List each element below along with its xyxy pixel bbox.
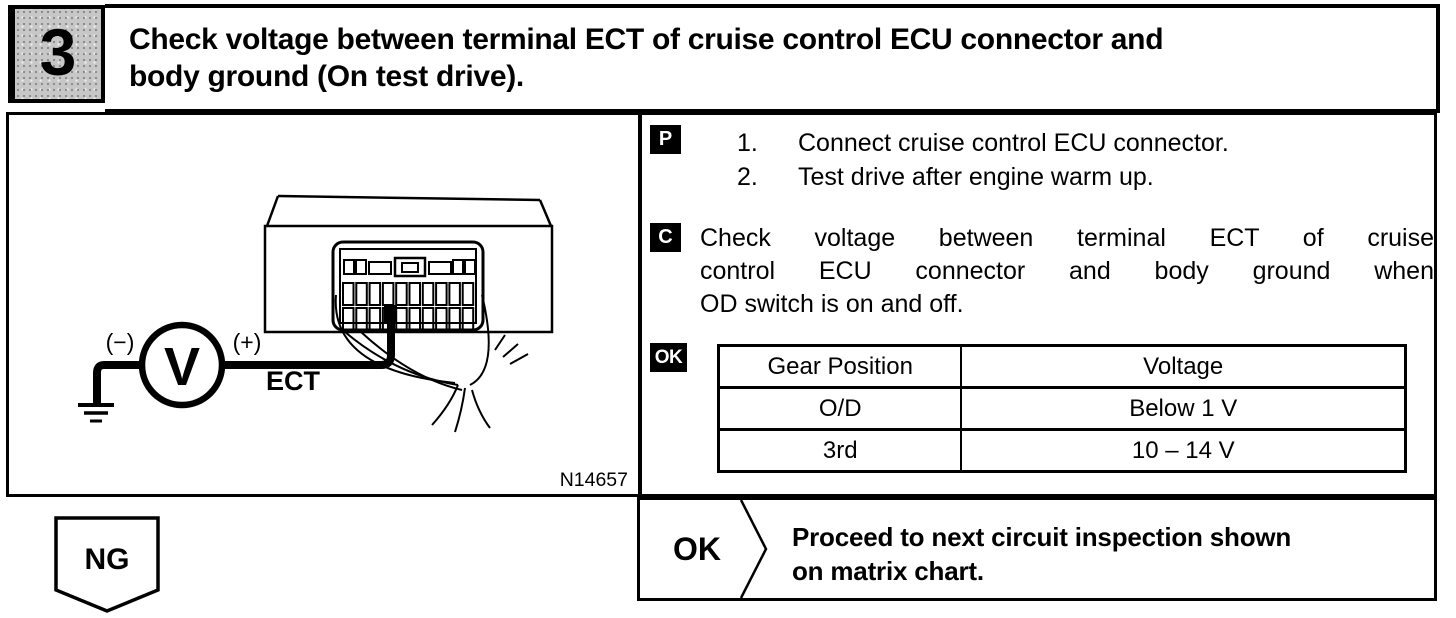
- wiring-diagram: V (−) (+) ECT N14657: [78, 194, 628, 491]
- table-row: O/D Below 1 V: [717, 386, 1408, 431]
- ng-result-marker: NG: [50, 513, 164, 618]
- step-title-box: Check voltage between terminal ECT of cr…: [105, 4, 1440, 113]
- voltage-cell: 10 – 14 V: [960, 428, 1408, 473]
- ground-icon: [78, 403, 114, 423]
- check-badge: C: [650, 223, 681, 252]
- ng-pentagon-icon: NG: [54, 516, 160, 613]
- gear-position-cell: 3rd: [717, 428, 963, 473]
- step-number: 3: [39, 15, 77, 89]
- ok-action-line-1: Proceed to next circuit inspection shown: [792, 522, 1292, 552]
- table-header-row: Gear Position Voltage: [717, 344, 1408, 389]
- gear-position-cell: O/D: [717, 386, 963, 431]
- ok-action-text: Proceed to next circuit inspection shown…: [792, 520, 1291, 588]
- step-number-badge: 3: [8, 5, 105, 103]
- prepare-badge: P: [650, 125, 681, 154]
- step-title-line-2: body ground (On test drive).: [129, 60, 524, 93]
- positive-terminal-label: (+): [233, 329, 262, 355]
- voltage-spec-table: Gear Position Voltage O/D Below 1 V 3rd …: [717, 344, 1408, 473]
- check-instruction-line: control ECU connector and body ground wh…: [700, 257, 1434, 285]
- step-ordinal: 1.: [737, 129, 758, 157]
- step-title-line-1: Check voltage between terminal ECT of cr…: [129, 23, 1164, 56]
- ect-wire-label: ECT: [266, 366, 321, 396]
- column-header-voltage: Voltage: [960, 344, 1408, 389]
- positive-probe-wire: [222, 318, 395, 369]
- ok-result-box: OK Proceed to next circuit inspection sh…: [637, 497, 1437, 601]
- ecu-box-drawing: [263, 194, 554, 334]
- table-row: 3rd 10 – 14 V: [717, 428, 1408, 473]
- check-instruction-line: OD switch is on and off.: [700, 290, 964, 318]
- chevron-right-icon: [739, 500, 768, 598]
- ok-label: OK: [673, 531, 721, 567]
- instruction-panel: P 1. Connect cruise control ECU connector…: [642, 115, 1434, 494]
- content-row: V (−) (+) ECT N14657 P 1. Connect cruise …: [6, 112, 1437, 497]
- negative-probe-wire: [93, 361, 142, 406]
- check-instruction: Check voltage between terminal ECT of cr…: [700, 222, 1434, 321]
- step-text: Test drive after engine warm up.: [798, 163, 1154, 191]
- step-ordinal: 2.: [737, 163, 758, 191]
- ecu-connector-drawing: [331, 240, 485, 332]
- wiring-diagram-panel: V (−) (+) ECT N14657: [9, 115, 642, 494]
- check-instruction-line: Check voltage between terminal ECT of cr…: [700, 224, 1434, 252]
- ok-action-line-2: on matrix chart.: [792, 556, 984, 586]
- wire-harness: [334, 294, 529, 433]
- preparation-step: 2. Test drive after engine warm up.: [737, 160, 1229, 194]
- voltmeter-label: V: [164, 337, 200, 397]
- negative-terminal-label: (−): [106, 329, 135, 355]
- ok-spec-badge: OK: [650, 343, 687, 372]
- step-text: Connect cruise control ECU connector.: [798, 129, 1229, 157]
- preparation-steps: 1.Connect cruise control ECU connector. …: [737, 126, 1229, 194]
- figure-reference-code: N14657: [560, 469, 628, 491]
- ng-label: NG: [85, 543, 130, 576]
- column-header-gear-position: Gear Position: [717, 344, 963, 389]
- preparation-step: 1. Connect cruise control ECU connector.: [737, 126, 1229, 160]
- voltmeter-icon: [138, 321, 226, 409]
- voltage-cell: Below 1 V: [960, 386, 1408, 431]
